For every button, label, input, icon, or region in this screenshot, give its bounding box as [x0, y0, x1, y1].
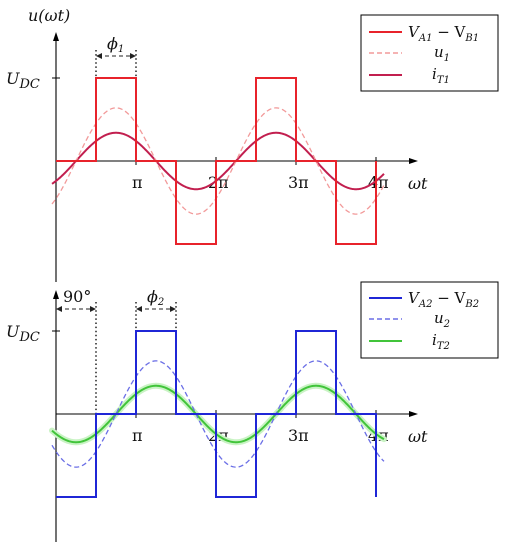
top-tick-label-2: 2π	[208, 173, 229, 192]
top-tick-label-3: 3π	[288, 173, 309, 192]
bottom-legend: VA2 − VB2 u2 iT2	[360, 281, 499, 359]
top-panel: u(ωt) UDC π 2π 3π 4π ωt ϕ1 VA1 − VB1 u1 iT1	[6, 6, 499, 282]
bottom-phi-arrow-left	[136, 306, 142, 312]
bottom-square-wave	[56, 330, 377, 498]
bottom-x-arrow	[409, 411, 418, 417]
bottom-y-arrow	[53, 290, 59, 299]
bottom-x-axis-label: ωt	[408, 427, 428, 446]
iT1-curve	[51, 131, 385, 191]
top-series-group	[51, 77, 385, 245]
u1-curve	[51, 107, 385, 215]
top-legend: VA1 − VB1 u1 iT1	[360, 14, 499, 92]
bottom-udc-label: UDC	[6, 322, 40, 345]
bottom-legend-label-square: VA2 − VB2	[408, 289, 479, 310]
top-legend-label-iT1: iT1	[432, 65, 450, 86]
shift-90deg-label: 90°	[63, 287, 91, 306]
bottom-legend-label-iT2: iT2	[432, 331, 450, 352]
top-tick-label-1: π	[132, 173, 143, 192]
top-phi-arrow-right	[130, 53, 136, 59]
bottom-90deg-arrow-right	[90, 306, 96, 312]
phi2-label: ϕ2	[147, 287, 164, 308]
bottom-tick-label-3: 3π	[288, 426, 309, 445]
iT2-curve	[51, 384, 385, 444]
top-legend-label-u1: u1	[434, 43, 450, 64]
phi1-label: ϕ1	[107, 34, 124, 55]
top-x-arrow	[409, 158, 418, 164]
bottom-series-group	[49, 330, 387, 498]
top-phi-arrow-left	[96, 53, 102, 59]
bottom-90deg-arrow-left	[56, 306, 62, 312]
top-tick-label-4: 4π	[368, 173, 389, 192]
bottom-legend-label-u2: u2	[434, 309, 450, 330]
bottom-legend-box	[360, 281, 499, 359]
top-udc-label: UDC	[6, 69, 40, 92]
top-legend-label-square: VA1 − VB1	[408, 23, 479, 44]
top-legend-box	[360, 14, 499, 92]
bottom-tick-label-1: π	[132, 426, 143, 445]
top-x-ticks: π 2π 3π 4π	[132, 157, 389, 192]
u2-curve	[51, 360, 385, 468]
bottom-phi-arrow-right	[170, 306, 176, 312]
top-x-axis-label: ωt	[408, 174, 428, 193]
top-y-axis-label: u(ωt)	[28, 6, 70, 25]
top-y-arrow	[53, 32, 59, 41]
top-square-wave	[56, 77, 377, 245]
